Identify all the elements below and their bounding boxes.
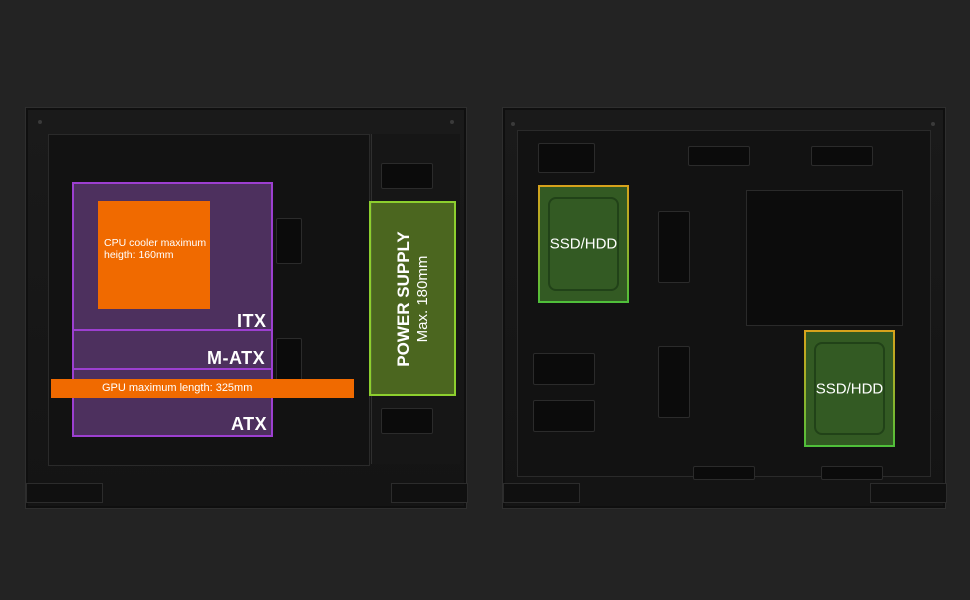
- atx-label: ATX: [231, 414, 268, 434]
- drive-bay-label: SSD/HDD: [549, 235, 618, 253]
- gpu-length-bar: GPU maximum length: 325mm: [51, 379, 354, 398]
- case-foot-right: [870, 483, 947, 503]
- case-foot-right: [391, 483, 468, 503]
- case-foot-left: [503, 483, 580, 503]
- cpu-cutout: [746, 190, 903, 326]
- itx-label: ITX: [237, 311, 267, 331]
- power-supply-text: POWER SUPPLY Max. 180mm: [394, 231, 432, 366]
- cable-grommet: [276, 218, 302, 264]
- cable-grommet: [533, 400, 595, 432]
- vent-slot: [381, 408, 433, 434]
- matx-label: M-ATX: [207, 348, 266, 368]
- drive-bay-label: SSD/HDD: [815, 380, 884, 397]
- screw: [450, 120, 454, 124]
- vent-slot: [811, 146, 873, 166]
- cable-grommet: [658, 346, 690, 418]
- cpu-cooler-text: CPU cooler maximum heigth: 160mm: [104, 237, 207, 261]
- vent-slot: [538, 143, 595, 173]
- drive-bay-lower: SSD/HDD: [804, 330, 895, 447]
- drive-tray: [548, 197, 619, 291]
- atx-zone-outline: [72, 368, 273, 437]
- cable-grommet: [276, 338, 302, 384]
- case-foot-left: [26, 483, 103, 503]
- screw: [38, 120, 42, 124]
- screw: [511, 122, 515, 126]
- vent-slot: [688, 146, 750, 166]
- vent-slot: [381, 163, 433, 189]
- vent-slot: [821, 466, 883, 480]
- vent-slot: [693, 466, 755, 480]
- power-supply-title: POWER SUPPLY: [393, 230, 413, 367]
- cable-grommet: [533, 353, 595, 385]
- gpu-length-text: GPU maximum length: 325mm: [102, 382, 253, 394]
- cable-grommet: [658, 211, 690, 283]
- drive-tray: [814, 342, 885, 435]
- screw: [931, 122, 935, 126]
- drive-bay-upper: SSD/HDD: [538, 185, 629, 303]
- case-side-view-right: [502, 107, 947, 509]
- power-supply-subtitle: Max. 180mm: [413, 255, 431, 342]
- power-supply-zone: POWER SUPPLY Max. 180mm: [369, 201, 456, 396]
- cpu-cooler-zone: CPU cooler maximum heigth: 160mm: [98, 201, 210, 309]
